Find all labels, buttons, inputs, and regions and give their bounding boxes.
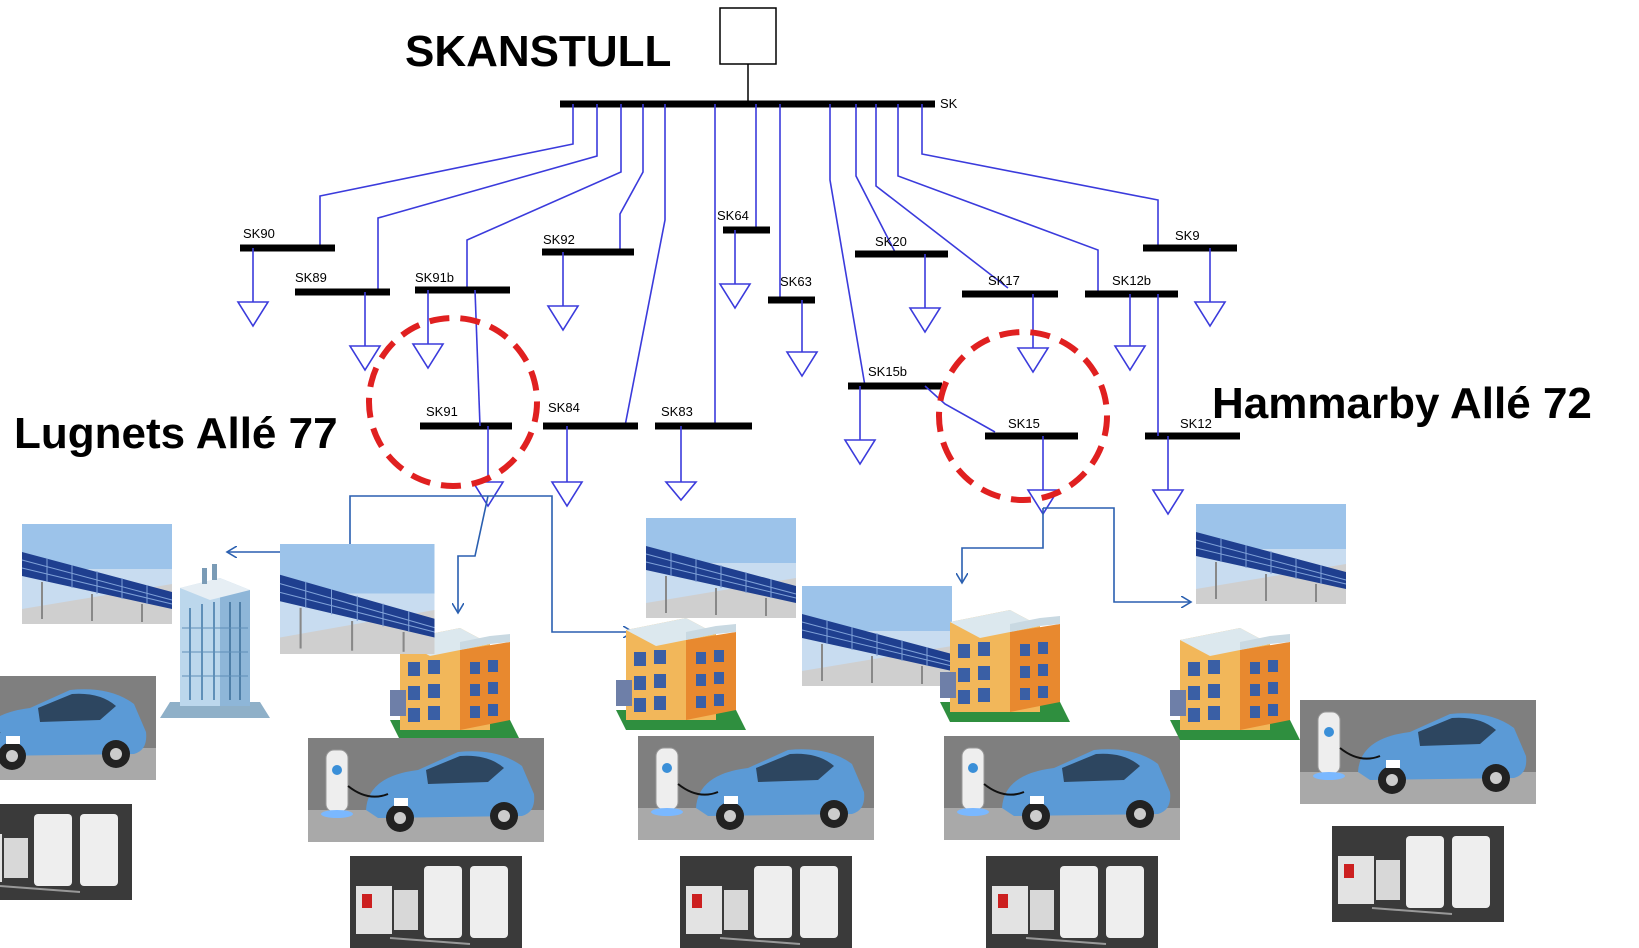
load-icon	[785, 351, 819, 378]
load-icon	[550, 481, 584, 508]
solar-panel-icon	[278, 542, 436, 656]
electric-car-icon	[307, 737, 545, 843]
load-icon	[843, 439, 877, 466]
home-battery-icon	[0, 803, 133, 901]
svg-text:SK9: SK9	[1175, 228, 1200, 243]
site-label-hammarby: Hammarby Allé 72	[1212, 379, 1592, 428]
svg-text:SK12: SK12	[1180, 416, 1212, 431]
load-icon	[1113, 345, 1147, 372]
electric-car-icon	[637, 735, 875, 841]
load-icon	[1016, 347, 1050, 374]
site-label-lugnets: Lugnets Allé 77	[14, 409, 338, 458]
load-icon	[908, 307, 942, 334]
svg-text:SK20: SK20	[875, 234, 907, 249]
svg-text:SK15: SK15	[1008, 416, 1040, 431]
secondary-buses	[240, 226, 1240, 440]
load-icon	[411, 343, 445, 370]
site-group-right	[1170, 503, 1537, 923]
highlight-sk91	[366, 315, 540, 489]
bus-labels: SK90 SK89 SK91b SK92 SK64 SK63 SK20 SK17…	[243, 208, 1212, 431]
load-icon	[471, 481, 505, 508]
home-battery-icon	[679, 855, 853, 948]
solar-panel-icon	[21, 523, 173, 625]
load-icon	[1151, 489, 1185, 516]
site-group-office	[0, 523, 271, 901]
svg-text:SK83: SK83	[661, 404, 693, 419]
apartment-building-icon	[616, 618, 746, 730]
loads	[236, 230, 1227, 516]
substation-title: SKANSTULL	[405, 27, 671, 76]
svg-text:SK92: SK92	[543, 232, 575, 247]
load-icon	[1193, 301, 1227, 328]
load-icon	[546, 305, 580, 332]
svg-text:SK17: SK17	[988, 273, 1020, 288]
solar-panel-icon	[801, 585, 953, 687]
office-tower-icon	[159, 563, 271, 719]
apartment-building-icon	[940, 610, 1070, 722]
load-icon	[718, 283, 752, 310]
solar-panel-icon	[1195, 503, 1347, 605]
highlight-sk15	[936, 329, 1110, 503]
svg-text:SK91b: SK91b	[415, 270, 454, 285]
svg-text:SK91: SK91	[426, 404, 458, 419]
svg-text:SK90: SK90	[243, 226, 275, 241]
svg-text:SK84: SK84	[548, 400, 580, 415]
solar-panel-icon	[645, 517, 797, 619]
svg-text:SK12b: SK12b	[1112, 273, 1151, 288]
svg-text:SK63: SK63	[780, 274, 812, 289]
svg-text:SK89: SK89	[295, 270, 327, 285]
home-battery-icon	[985, 855, 1159, 948]
load-icon	[236, 301, 270, 328]
load-icon	[348, 345, 382, 372]
load-icon	[664, 481, 698, 502]
feeders	[319, 104, 1159, 427]
substation-icon	[719, 7, 777, 65]
electric-car-icon	[1299, 699, 1537, 805]
electric-car-icon	[0, 675, 157, 781]
site-group-middle	[616, 517, 875, 948]
bus-label-sk: SK	[940, 96, 958, 111]
home-battery-icon	[1331, 825, 1505, 923]
home-battery-icon	[349, 855, 523, 948]
apartment-building-icon	[1170, 628, 1300, 740]
svg-text:SK15b: SK15b	[868, 364, 907, 379]
site-group-lugnets	[278, 542, 545, 948]
electric-car-icon	[943, 735, 1181, 841]
svg-text:SK64: SK64	[717, 208, 749, 223]
